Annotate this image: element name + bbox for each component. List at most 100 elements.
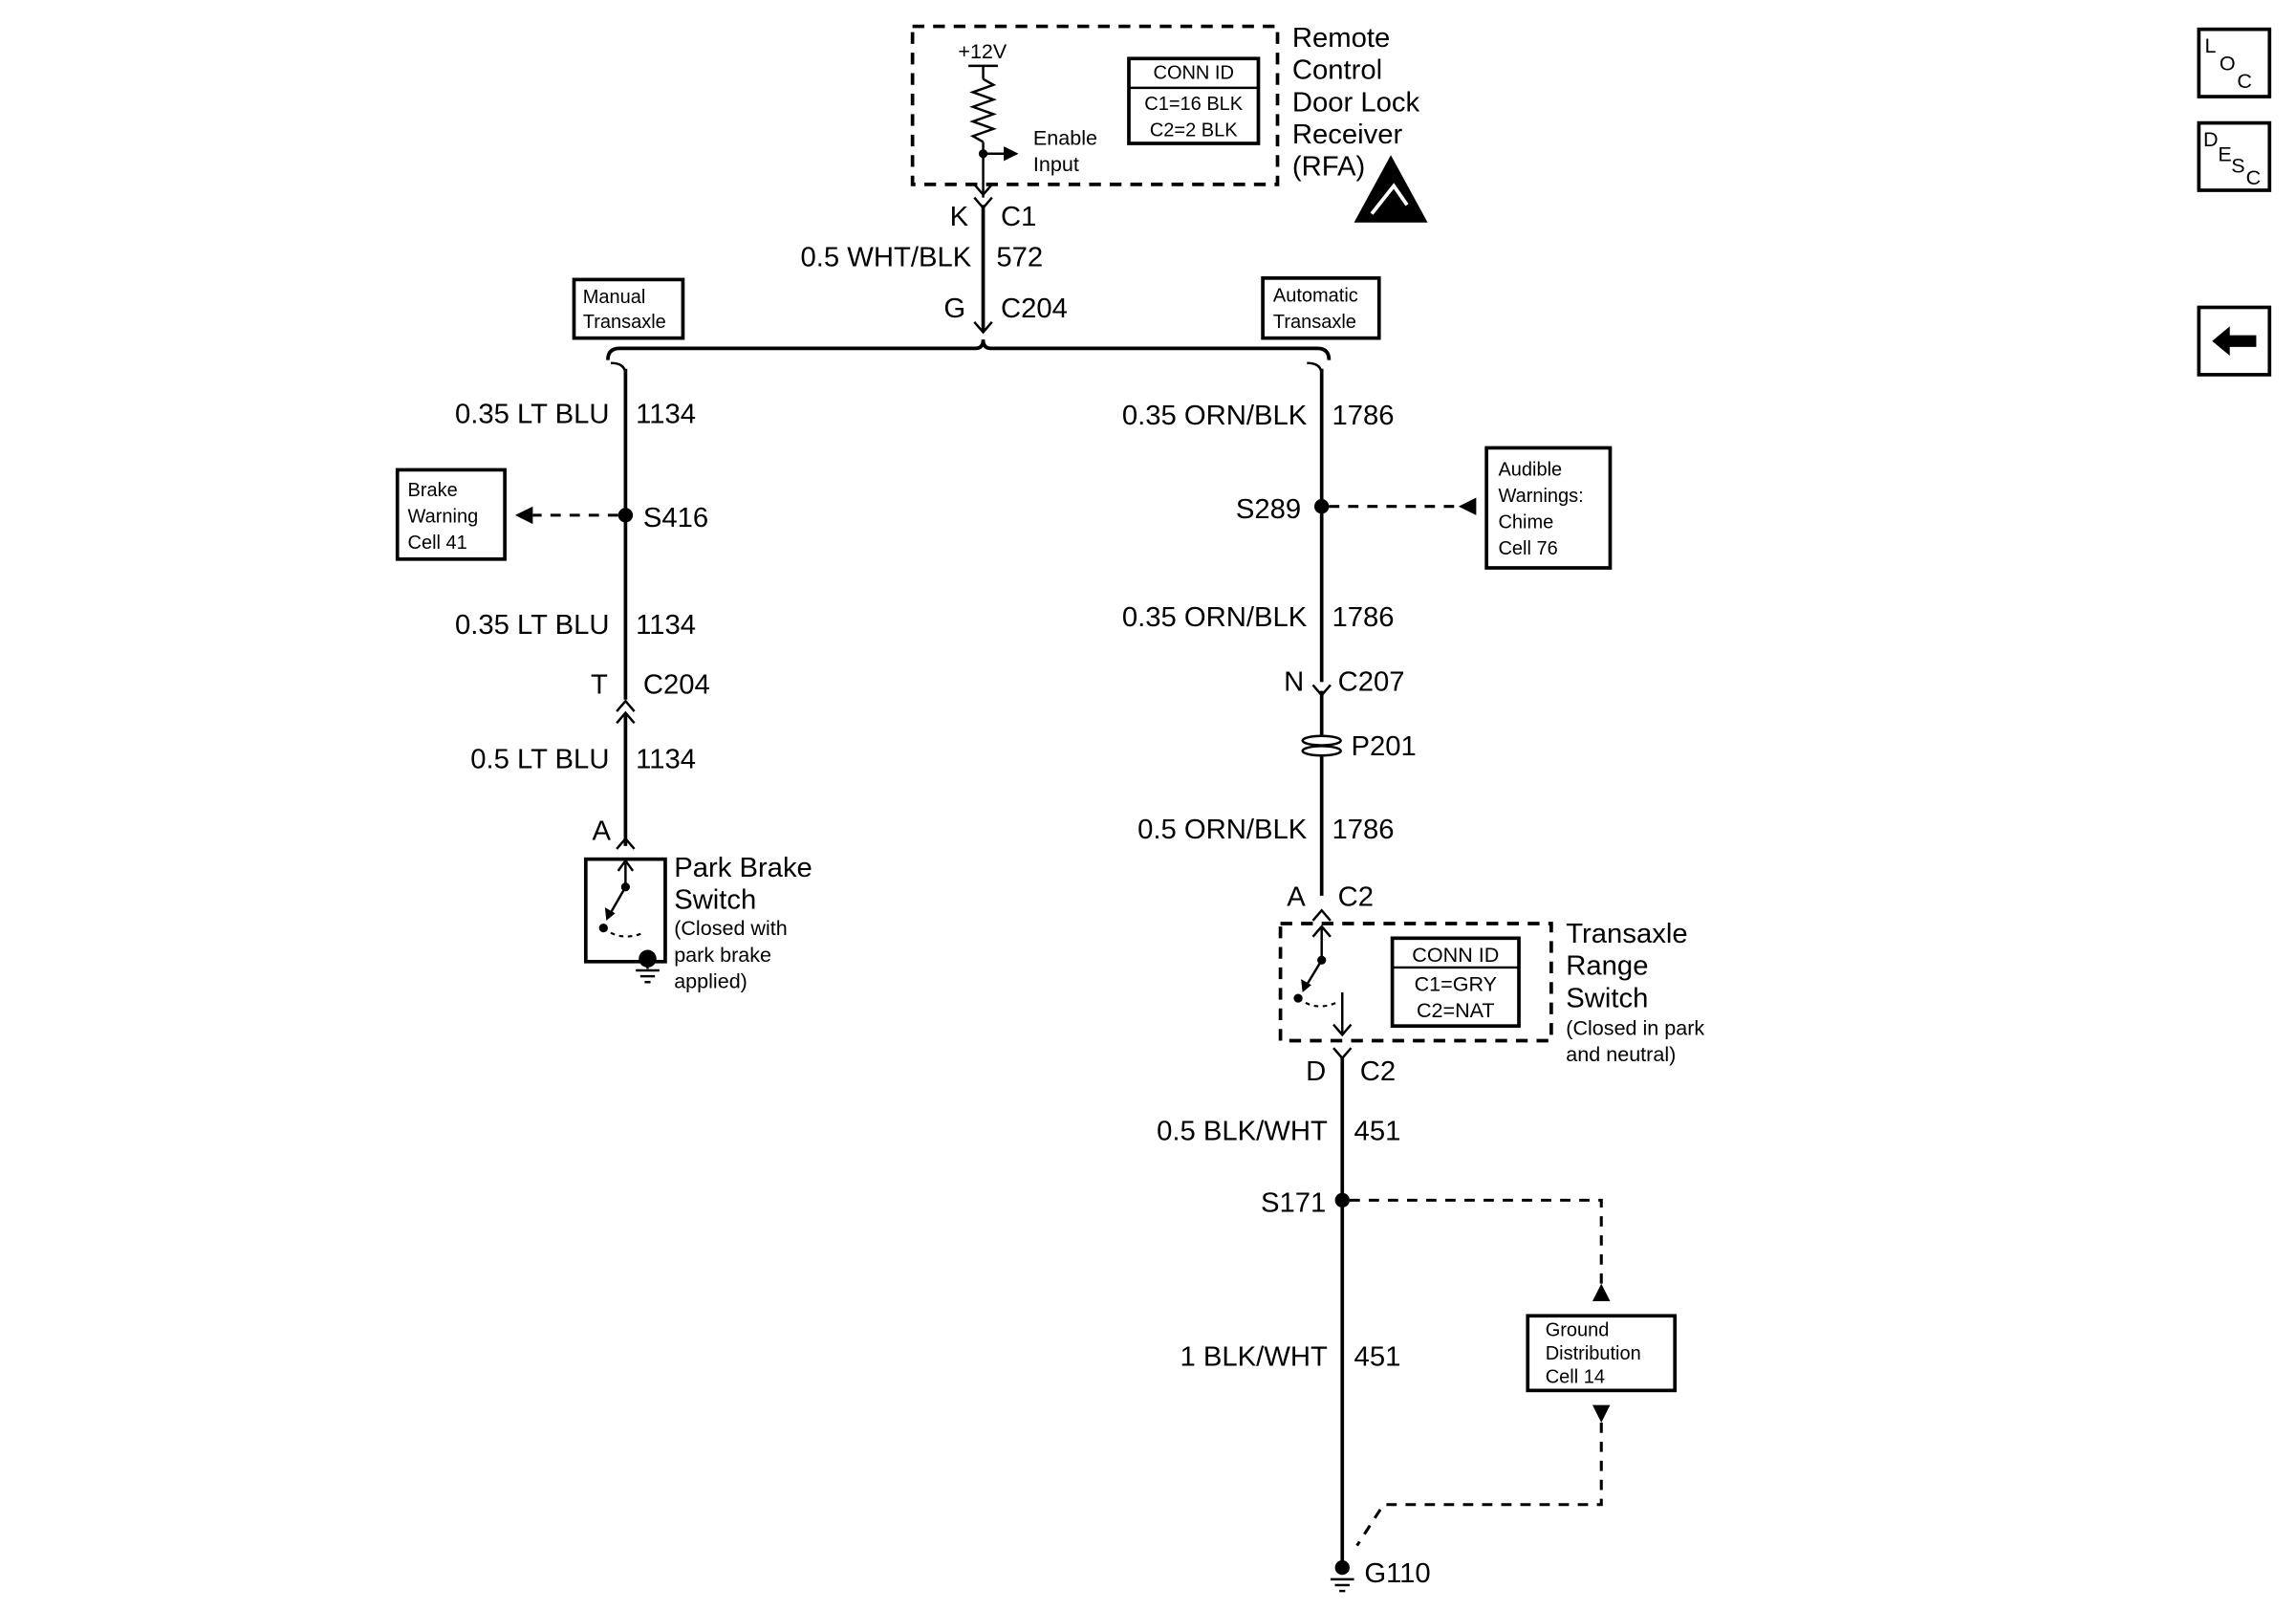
back-arrow-icon [2212,326,2257,357]
park-brake-switch [583,857,667,984]
svg-text:0.35 LT BLU: 0.35 LT BLU [455,610,609,641]
audible-warnings-ref[interactable]: Audible Warnings: Chime Cell 76 [1484,446,1613,570]
splice-s416 [617,508,634,523]
svg-text:Cell 76: Cell 76 [1498,538,1557,559]
svg-text:Warning: Warning [408,507,479,528]
supply-label: +12V [958,40,1007,63]
svg-text:Receiver: Receiver [1292,120,1403,150]
svg-text:C1: C1 [1001,202,1036,232]
automatic-transaxle-label: Automatic Transaxle [1261,276,1381,340]
svg-text:C207: C207 [1338,667,1405,698]
svg-text:Cell 14: Cell 14 [1546,1367,1605,1388]
svg-text:S289: S289 [1236,494,1301,525]
svg-text:0.35 ORN/BLK: 0.35 ORN/BLK [1122,602,1308,633]
desc-button[interactable]: D E S C [2197,120,2272,192]
rfa-conn-id: CONN ID C1=16 BLK C2=2 BLK [1127,56,1261,145]
svg-text:Switch: Switch [1566,983,1648,1013]
svg-text:1134: 1134 [636,610,696,641]
svg-text:Distribution: Distribution [1546,1343,1641,1364]
svg-text:Transaxle: Transaxle [1273,312,1356,333]
svg-text:C2=NAT: C2=NAT [1417,999,1495,1022]
svg-text:and neutral): and neutral) [1566,1043,1676,1066]
svg-text:G: G [943,294,965,324]
svg-text:0.5 BLK/WHT: 0.5 BLK/WHT [1157,1117,1328,1147]
svg-text:Control: Control [1292,55,1382,86]
pass-through-p201 [1301,734,1342,757]
splice-s171 [1334,1192,1350,1208]
svg-text:0.5 ORN/BLK: 0.5 ORN/BLK [1137,815,1308,845]
svg-text:0.35 ORN/BLK: 0.35 ORN/BLK [1122,401,1308,431]
svg-text:S171: S171 [1261,1188,1326,1219]
svg-text:C2: C2 [1360,1056,1396,1087]
svg-text:Chime: Chime [1498,512,1553,533]
svg-text:CONN ID: CONN ID [1154,63,1234,84]
svg-text:Brake: Brake [408,480,458,501]
svg-text:572: 572 [996,243,1043,273]
svg-text:451: 451 [1354,1117,1401,1147]
svg-text:P201: P201 [1351,731,1416,762]
option-bus [606,339,1332,360]
svg-text:0.35 LT BLU: 0.35 LT BLU [455,400,609,430]
svg-text:S416: S416 [643,503,708,533]
svg-text:1 BLK/WHT: 1 BLK/WHT [1180,1341,1328,1372]
svg-text:S: S [2231,155,2244,178]
svg-text:Switch: Switch [674,885,756,916]
svg-text:O: O [2220,53,2236,76]
svg-text:Warnings:: Warnings: [1498,486,1583,507]
svg-text:D: D [2203,128,2219,151]
svg-text:Transaxle: Transaxle [583,312,666,333]
svg-text:N: N [1284,667,1304,698]
svg-text:Enable: Enable [1033,127,1097,150]
rfa-module: +12V Enable Input CONN ID C1=16 BLK C2=2… [910,23,1428,223]
svg-text:C204: C204 [1001,294,1068,324]
pullup-resistor [969,77,997,143]
svg-text:Audible: Audible [1498,460,1562,481]
svg-text:Cell 41: Cell 41 [408,533,467,554]
svg-text:Manual: Manual [583,287,646,308]
svg-text:A: A [1287,882,1306,913]
manual-transaxle-label: Manual Transaxle [572,277,685,340]
loc-button[interactable]: L O C [2197,27,2272,98]
svg-text:(RFA): (RFA) [1292,152,1365,183]
svg-text:D: D [1306,1056,1326,1087]
svg-text:Input: Input [1033,153,1079,176]
svg-text:C2: C2 [1338,882,1374,913]
splice-s289 [1313,499,1330,514]
svg-text:0.5 LT BLU: 0.5 LT BLU [470,745,609,775]
transaxle-range-switch: CONN ID C1=GRY C2=NAT [1278,922,1553,1043]
svg-text:Range: Range [1566,951,1648,982]
svg-text:T: T [591,670,608,701]
svg-text:Ground: Ground [1546,1320,1610,1341]
svg-text:C: C [2237,70,2252,93]
svg-text:G110: G110 [1364,1558,1430,1589]
svg-text:C1=16 BLK: C1=16 BLK [1144,94,1244,115]
svg-text:park brake: park brake [674,944,771,967]
svg-text:A: A [592,816,611,847]
svg-text:E: E [2218,142,2231,165]
trs-conn-id: CONN ID C1=GRY C2=NAT [1390,936,1521,1029]
svg-text:applied): applied) [674,969,747,992]
svg-text:Automatic: Automatic [1273,285,1358,306]
rfa-title-1: Remote [1292,23,1390,54]
svg-text:L: L [2205,34,2217,57]
svg-text:Transaxle: Transaxle [1566,919,1687,949]
ground-icon [1330,1577,1354,1593]
svg-text:451: 451 [1354,1341,1401,1372]
svg-text:(Closed in park: (Closed in park [1566,1016,1704,1039]
svg-text:1786: 1786 [1332,401,1394,431]
svg-text:CONN ID: CONN ID [1412,944,1499,967]
svg-text:1786: 1786 [1332,815,1394,845]
ground-g110 [1330,1559,1354,1593]
svg-text:C1=GRY: C1=GRY [1415,972,1497,995]
ground-icon [636,968,660,984]
back-button[interactable] [2197,305,2272,377]
svg-text:Door Lock: Door Lock [1292,87,1420,118]
svg-text:C204: C204 [643,670,710,701]
svg-text:1786: 1786 [1332,602,1394,633]
ground-distribution-ref[interactable]: Ground Distribution Cell 14 [1526,1314,1678,1393]
esd-warning-icon [1354,155,1428,223]
svg-text:K: K [950,202,969,232]
brake-warning-ref[interactable]: Brake Warning Cell 41 [395,468,507,561]
svg-text:Park Brake: Park Brake [674,853,812,883]
